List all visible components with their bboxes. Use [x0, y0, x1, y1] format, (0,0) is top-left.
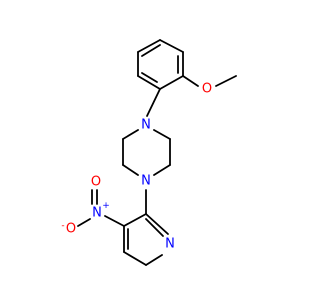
bond: [123, 213, 147, 227]
bond: [122, 164, 139, 176]
atom-label-o-nitro-minus: O: [66, 222, 76, 237]
bond: [123, 251, 147, 266]
bond: [159, 39, 184, 53]
charge-nitro-plus: +: [102, 201, 110, 211]
bond: [137, 39, 161, 53]
atom-label-n-piperazine-top: N: [141, 118, 151, 133]
methoxy-group: O: [182, 75, 237, 97]
bond: [141, 44, 161, 57]
atom-label-o-nitro: O: [91, 175, 101, 190]
bond: [215, 75, 237, 87]
bond: [145, 213, 169, 235]
atom-label-o-methoxy: O: [202, 82, 212, 97]
bond: [182, 75, 199, 87]
methoxyphenyl-ring: [137, 39, 184, 90]
bond: [104, 215, 125, 227]
bond: [77, 218, 91, 227]
molecule-structure: O N N N N + O O -: [61, 39, 237, 266]
bond: [145, 254, 163, 266]
bond: [153, 129, 171, 140]
pyridine-ring: N: [123, 213, 175, 266]
bond: [122, 129, 139, 140]
bond: [146, 88, 161, 117]
bond: [145, 218, 164, 237]
atom-label-n-nitro: N: [92, 206, 102, 221]
bond: [159, 75, 184, 90]
atom-label-n-pyridine: N: [165, 237, 175, 252]
bond: [141, 72, 158, 83]
piperazine-ring: N N: [122, 118, 171, 189]
nitro-group: N + O O -: [61, 175, 125, 237]
bond: [137, 75, 161, 90]
bond: [153, 164, 171, 176]
charge-nitro-minus: -: [61, 221, 64, 231]
atom-label-n-piperazine-bottom: N: [141, 174, 151, 189]
